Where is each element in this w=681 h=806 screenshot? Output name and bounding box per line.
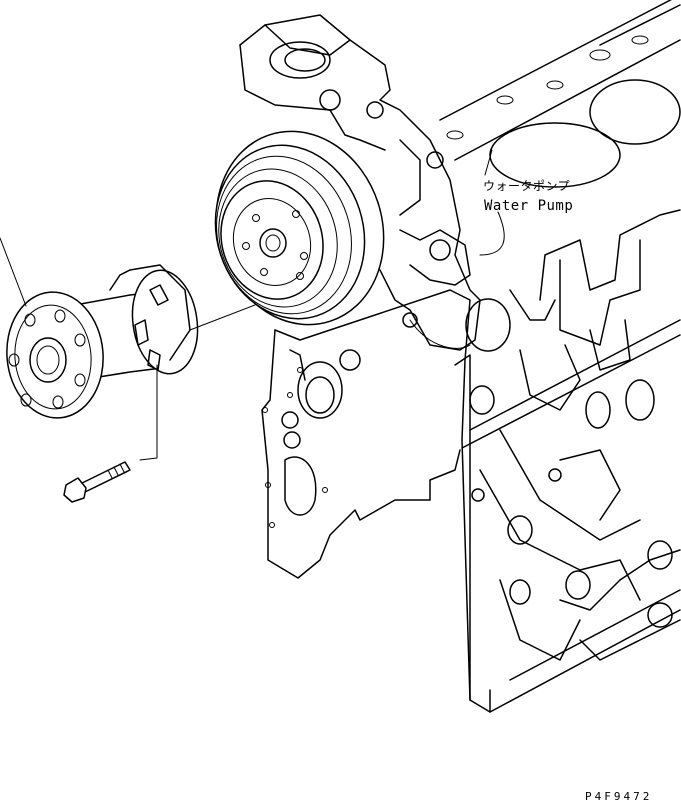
front-plate	[261, 289, 471, 701]
drawing-number: P4F9472	[585, 790, 653, 803]
part-name-japanese: ウォータポンプ	[483, 179, 571, 193]
fan-spacer	[6, 264, 199, 419]
part-name-english: Water Pump	[484, 198, 574, 214]
water-pump-body	[239, 14, 481, 351]
pulley	[214, 130, 385, 326]
leader-lines	[0, 149, 505, 461]
engine-block	[439, 0, 681, 713]
bolt	[63, 461, 131, 503]
